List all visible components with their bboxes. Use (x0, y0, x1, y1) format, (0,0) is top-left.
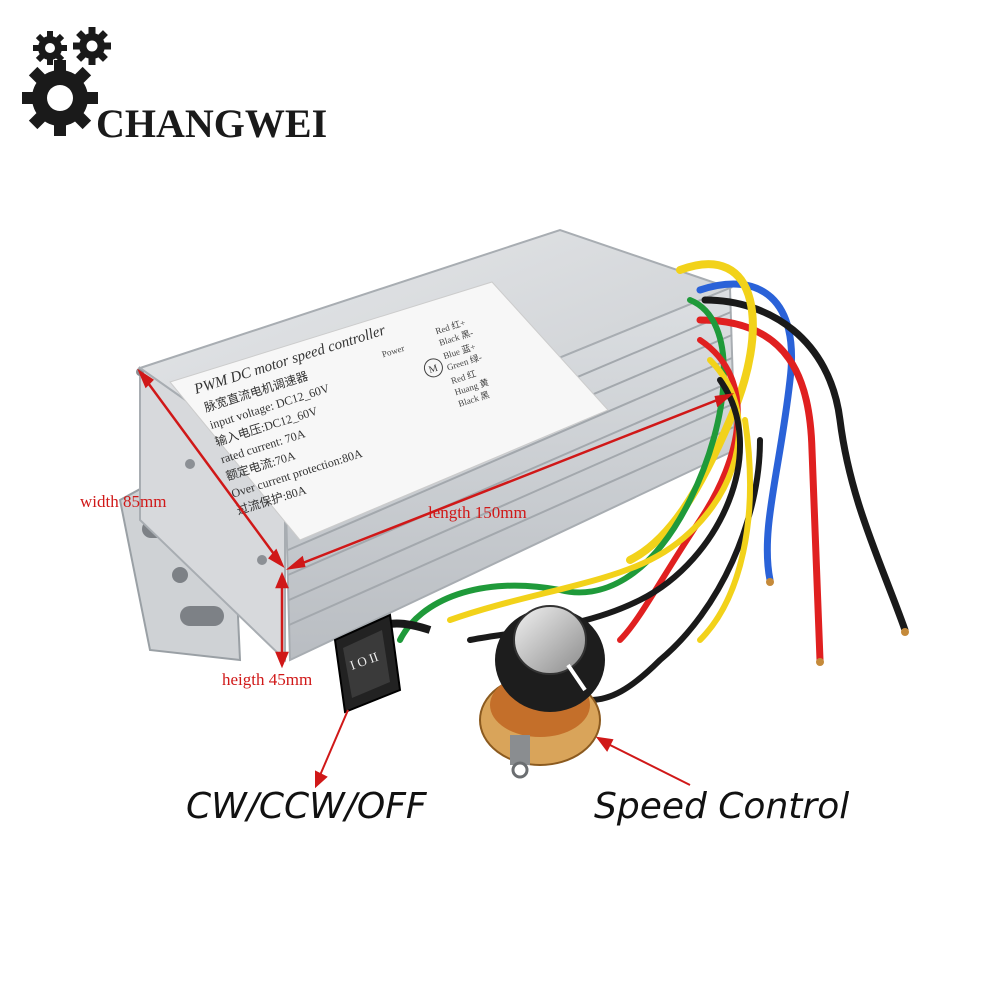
brand-gears-logo (22, 27, 111, 136)
callout-arrows (315, 709, 691, 789)
height-dimension-label: heigth 45mm (222, 670, 313, 689)
motor-wires (397, 260, 909, 703)
speed-control-knob (479, 605, 605, 779)
dimension-lines (137, 368, 735, 669)
brand-name: CHANGWEI (96, 101, 328, 146)
speed-control-callout-label: Speed Control (594, 786, 850, 827)
switch-callout-label: CW/CCW/OFF (186, 786, 427, 827)
rocker-switch: I O II (333, 613, 432, 714)
label-motor-symbol: M (427, 363, 439, 376)
length-dimension-label: length 150mm (428, 503, 527, 522)
width-dimension-label: width 85mm (80, 492, 167, 511)
